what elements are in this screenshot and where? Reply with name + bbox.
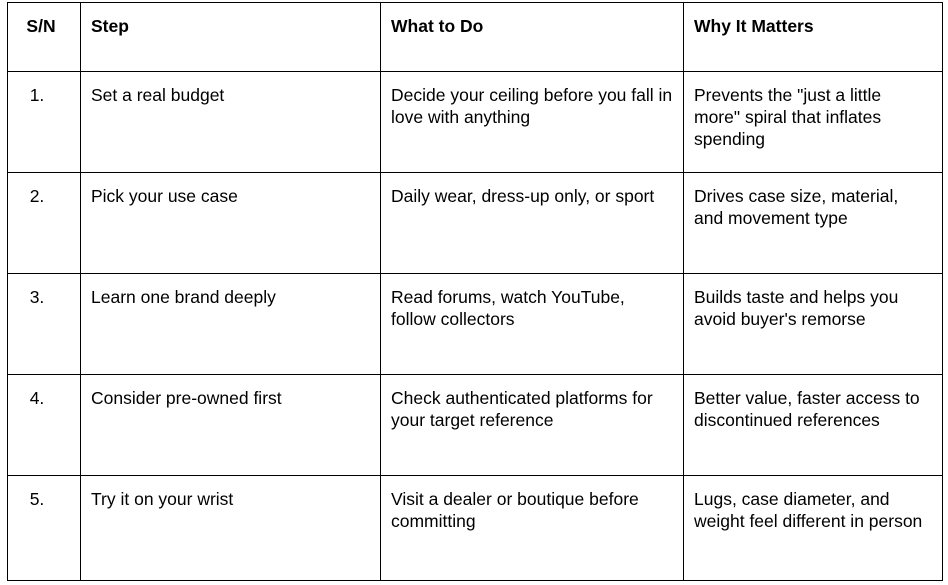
cell-sn: 2. (7, 172, 81, 274)
cell-sn: 3. (7, 273, 81, 375)
cell-why-it-matters: Drives case size, material, and movement… (683, 172, 943, 274)
header-why-it-matters: Why It Matters (683, 2, 943, 72)
cell-why-it-matters: Builds taste and helps you avoid buyer's… (683, 273, 943, 375)
header-sn: S/N (7, 2, 81, 72)
table-row: 3. Learn one brand deeply Read forums, w… (7, 273, 943, 375)
table-row: 5. Try it on your wrist Visit a dealer o… (7, 475, 943, 581)
cell-sn: 1. (7, 71, 81, 173)
header-what-to-do: What to Do (380, 2, 684, 72)
cell-why-it-matters: Better value, faster access to discontin… (683, 374, 943, 476)
cell-what-to-do: Decide your ceiling before you fall in l… (380, 71, 684, 173)
table-row: 4. Consider pre-owned first Check authen… (7, 374, 943, 476)
cell-why-it-matters: Lugs, case diameter, and weight feel dif… (683, 475, 943, 581)
cell-why-it-matters: Prevents the "just a little more" spiral… (683, 71, 943, 173)
cell-step: Set a real budget (80, 71, 381, 173)
cell-sn: 5. (7, 475, 81, 581)
cell-what-to-do: Read forums, watch YouTube, follow colle… (380, 273, 684, 375)
table-header-row: S/N Step What to Do Why It Matters (7, 2, 943, 72)
cell-step: Consider pre-owned first (80, 374, 381, 476)
cell-step: Learn one brand deeply (80, 273, 381, 375)
cell-what-to-do: Visit a dealer or boutique before commit… (380, 475, 684, 581)
table-row: 2. Pick your use case Daily wear, dress-… (7, 172, 943, 274)
cell-step: Try it on your wrist (80, 475, 381, 581)
steps-table: S/N Step What to Do Why It Matters 1. Se… (7, 2, 943, 581)
table-row: 1. Set a real budget Decide your ceiling… (7, 71, 943, 173)
header-step: Step (80, 2, 381, 72)
cell-what-to-do: Check authenticated platforms for your t… (380, 374, 684, 476)
cell-step: Pick your use case (80, 172, 381, 274)
cell-what-to-do: Daily wear, dress-up only, or sport (380, 172, 684, 274)
cell-sn: 4. (7, 374, 81, 476)
